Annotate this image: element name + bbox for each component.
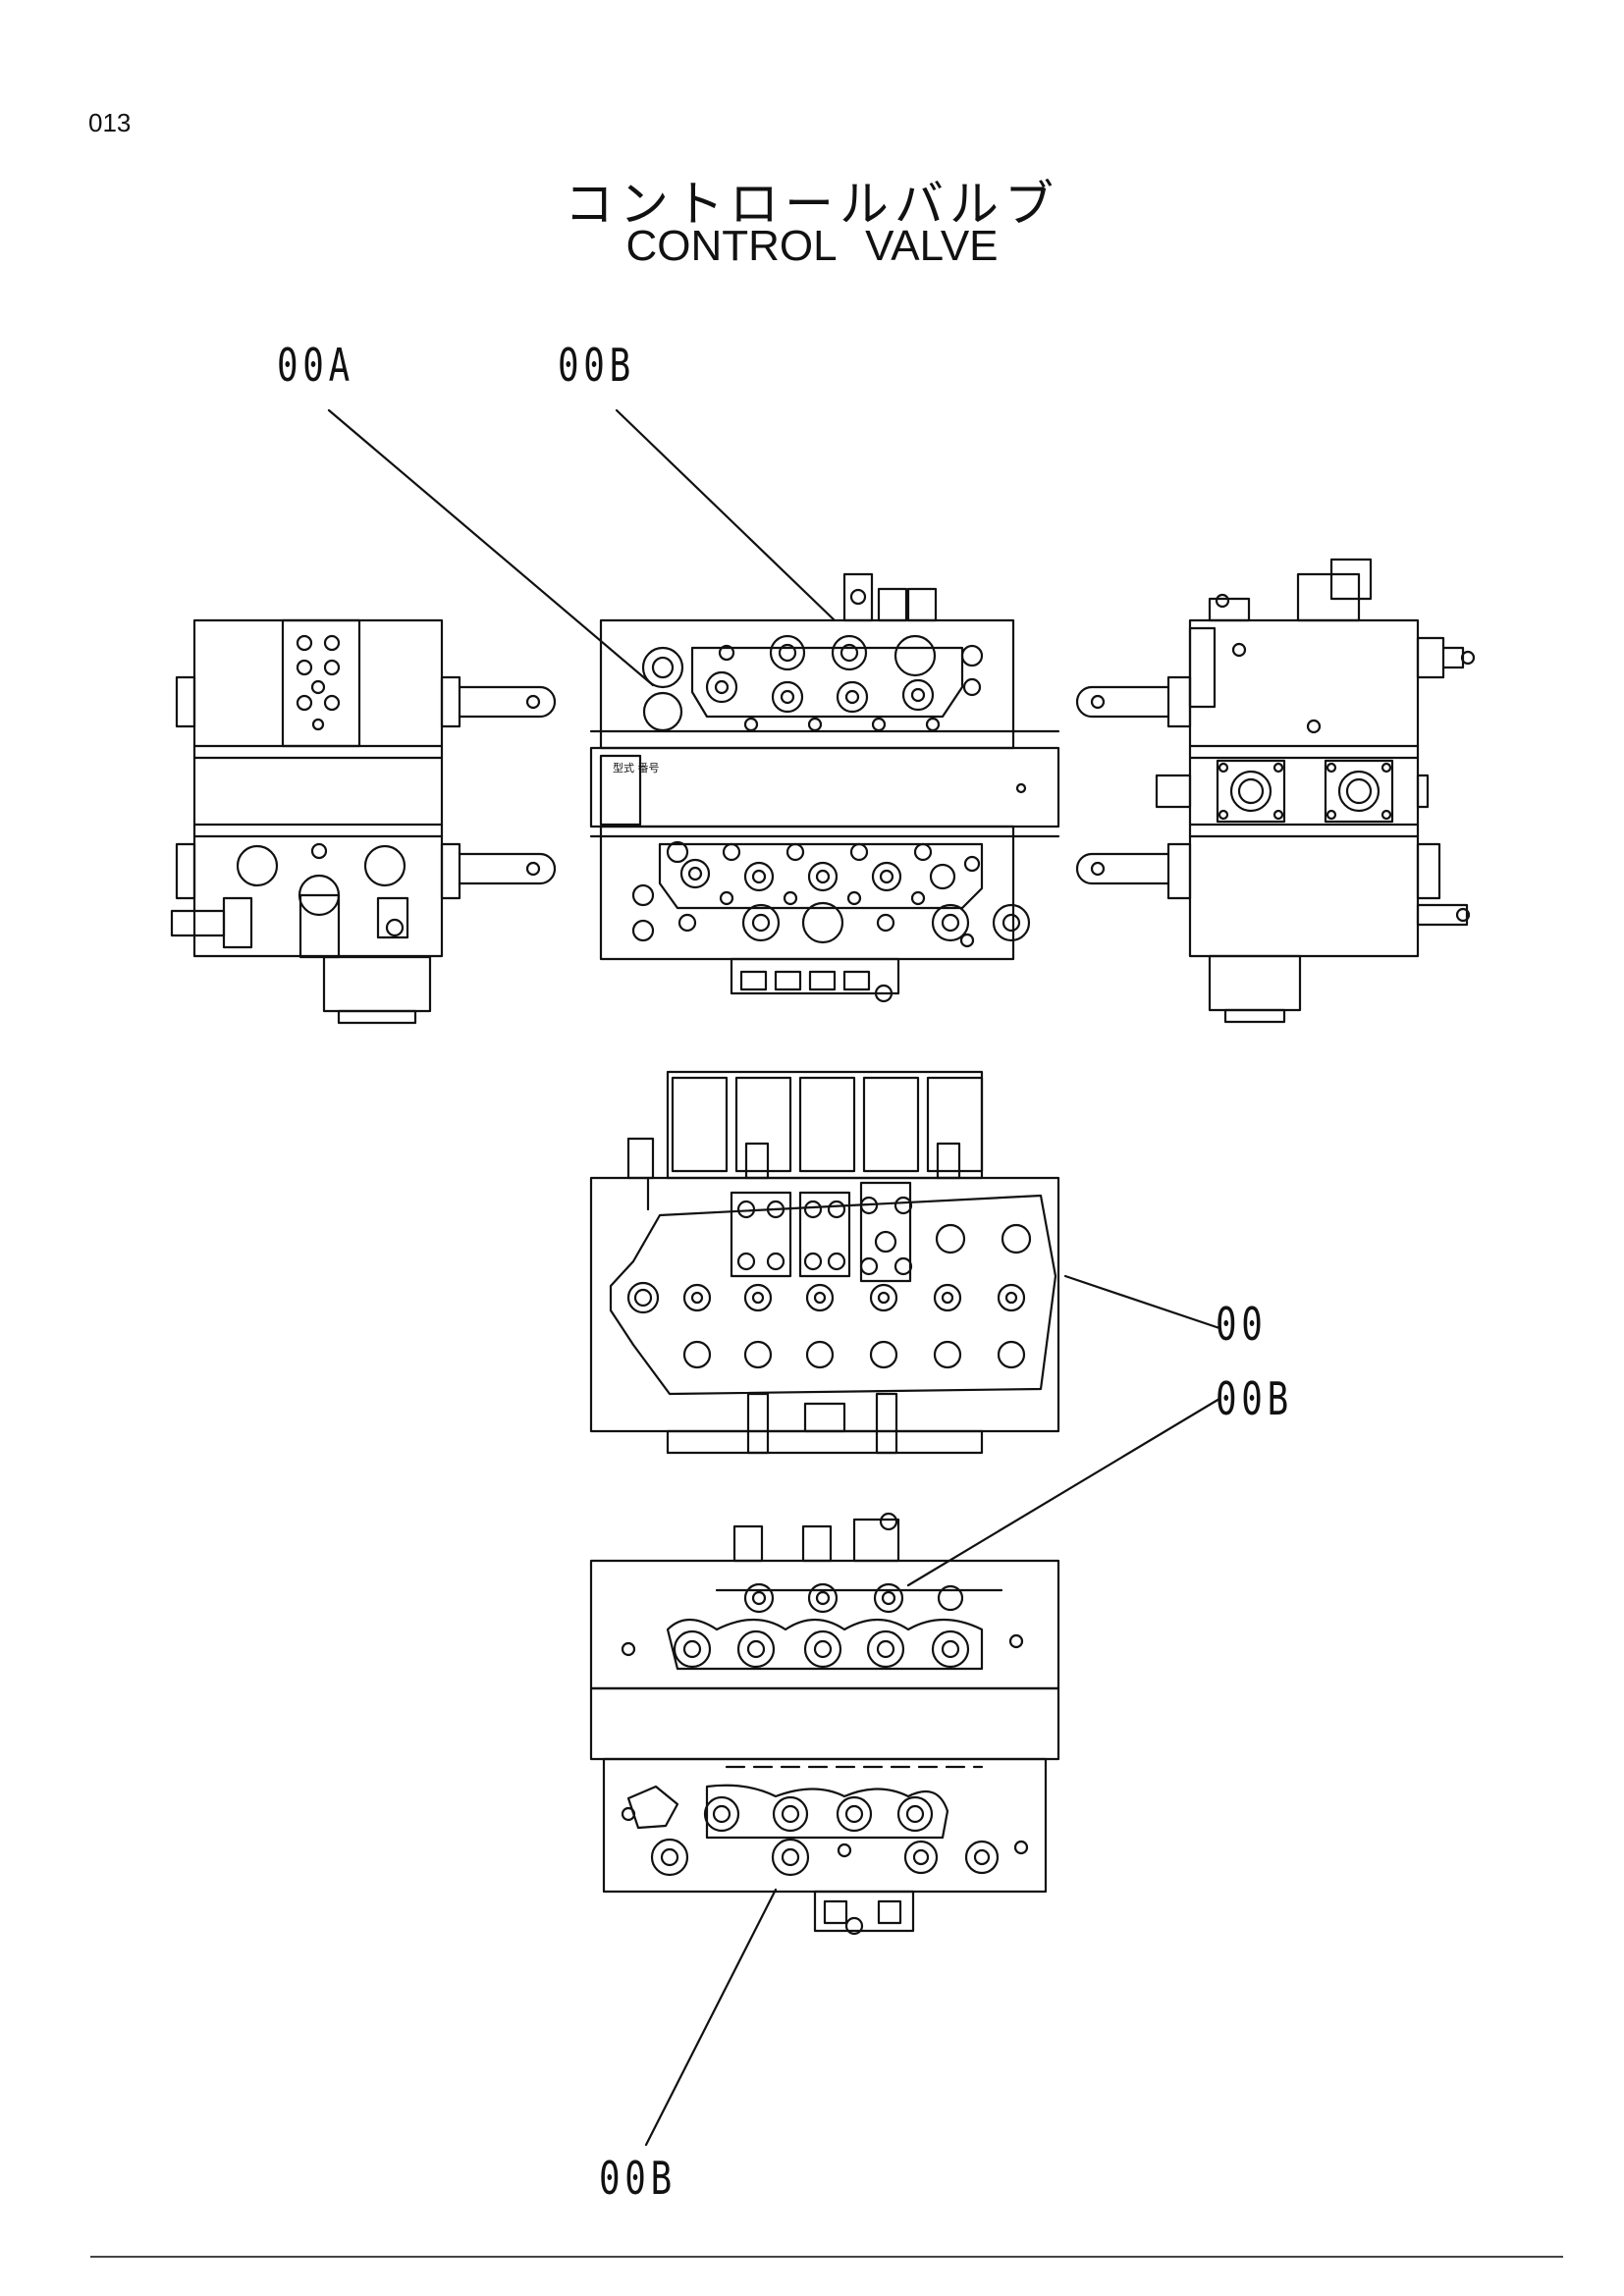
- top-view: [591, 1072, 1058, 1453]
- title-japanese: コントロールバルブ: [565, 176, 1059, 233]
- bottom-view: [591, 1514, 1058, 1934]
- page-number: 013: [88, 108, 132, 137]
- leader-line-00: [1065, 1276, 1219, 1328]
- front-view: 型式 番号: [591, 574, 1058, 1001]
- callout-00b-top-label: 00B: [558, 339, 635, 392]
- bottom-rule: [90, 2256, 1563, 2258]
- callout-00a-label: 00A: [277, 339, 354, 392]
- left-side-view: [172, 620, 555, 1023]
- callout-00b-right-label: 00B: [1216, 1372, 1293, 1425]
- right-side-view: [1077, 560, 1474, 1022]
- callout-00b-bottom-label: 00B: [599, 2152, 677, 2205]
- nameplate-text: 型式 番号: [613, 761, 660, 774]
- leader-line-00b-right: [908, 1399, 1219, 1585]
- leader-line-00b-top: [617, 410, 835, 620]
- leader-line-00b-bottom: [646, 1890, 776, 2145]
- title-english: CONTROL VALVE: [625, 222, 999, 270]
- leader-line-00a: [329, 410, 653, 685]
- leader-lines: [329, 410, 1219, 2145]
- callout-00-label: 00: [1216, 1298, 1268, 1351]
